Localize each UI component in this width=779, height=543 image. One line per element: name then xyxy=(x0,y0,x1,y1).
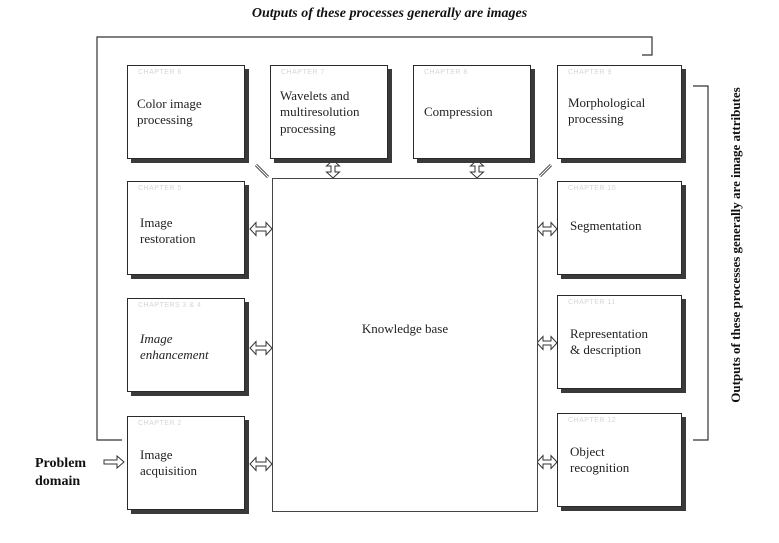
color-knowledge-arrow-inner xyxy=(255,164,269,178)
restoration-knowledge-arrow xyxy=(249,221,273,237)
morphological-knowledge-arrow-inner xyxy=(539,164,552,177)
side-caption: Outputs of these processes generally are… xyxy=(728,87,743,403)
chapter-tag: CHAPTER 8 xyxy=(424,69,468,76)
box-representation-description: CHAPTER 11 Representation& description xyxy=(557,295,682,389)
attributes-bracket-line xyxy=(693,85,709,441)
label-compression: Compression xyxy=(424,104,493,119)
label-segmentation: Segmentation xyxy=(570,218,642,233)
chapter-tag: CHAPTER 7 xyxy=(281,69,325,76)
enhancement-knowledge-arrow xyxy=(249,340,273,356)
box-compression: CHAPTER 8 Compression xyxy=(413,65,531,159)
chapter-tag: CHAPTER 2 xyxy=(138,420,182,427)
acquisition-knowledge-arrow xyxy=(249,456,273,472)
images-bracket-line xyxy=(96,36,653,441)
chapter-tag: CHAPTER 11 xyxy=(568,299,616,306)
chapter-tag: CHAPTER 6 xyxy=(138,69,182,76)
chapter-tag: CHAPTER 10 xyxy=(568,185,617,192)
knowledge-segmentation-arrow xyxy=(536,221,558,237)
problem-domain-arrow xyxy=(103,454,125,470)
knowledge-recognition-arrow xyxy=(536,454,558,470)
label-knowledge-base: Knowledge base xyxy=(361,321,449,336)
box-segmentation: CHAPTER 10 Segmentation xyxy=(557,181,682,275)
chapter-tag: CHAPTER 12 xyxy=(568,417,617,424)
chapter-tag: CHAPTER 9 xyxy=(568,69,612,76)
label-representation-description: Representation& description xyxy=(570,326,648,358)
chapter-tag: CHAPTER 5 xyxy=(138,185,182,192)
compression-knowledge-arrow xyxy=(469,159,485,179)
chapter-tag: CHAPTERS 3 & 4 xyxy=(138,302,202,309)
top-caption: Outputs of these processes generally are… xyxy=(251,6,528,21)
knowledge-representation-arrow xyxy=(536,335,558,351)
box-knowledge-base: Knowledge base xyxy=(272,178,538,512)
wavelets-knowledge-arrow xyxy=(325,159,341,179)
